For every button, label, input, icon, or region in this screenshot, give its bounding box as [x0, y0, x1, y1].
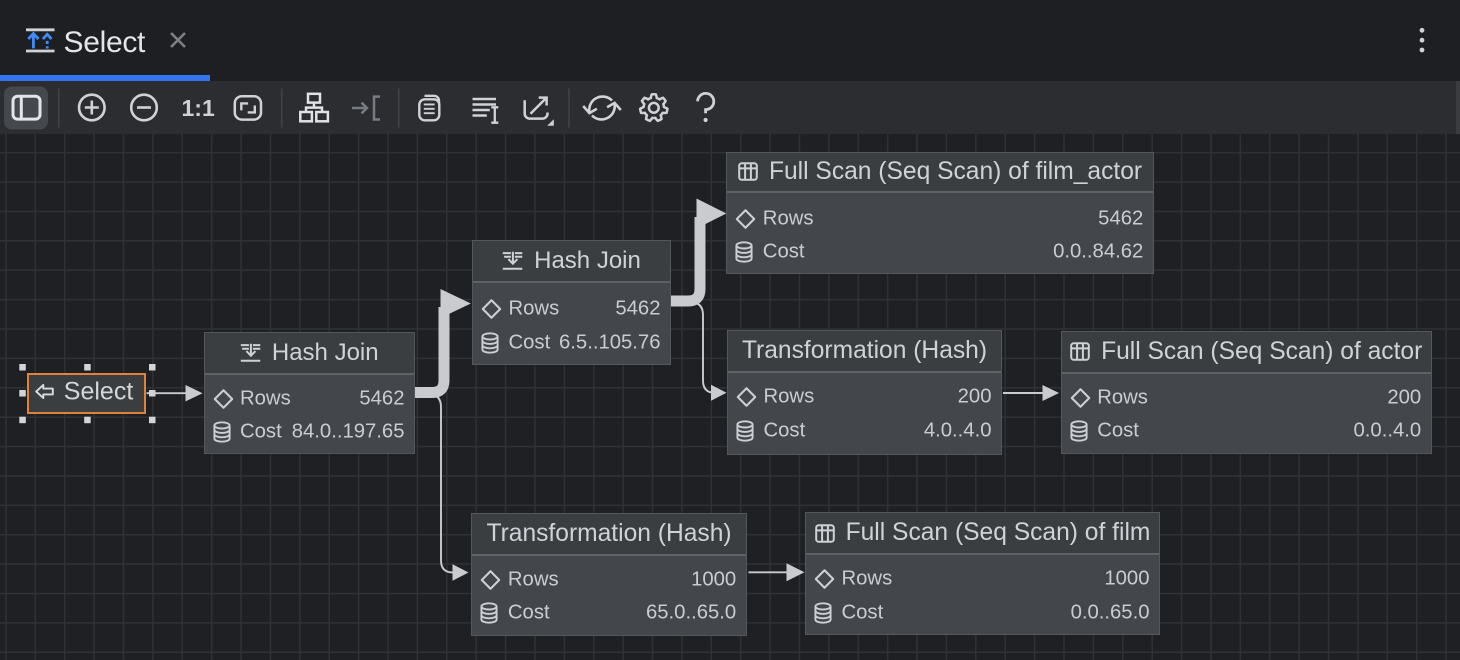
svg-text:1:1: 1:1 — [182, 95, 215, 121]
